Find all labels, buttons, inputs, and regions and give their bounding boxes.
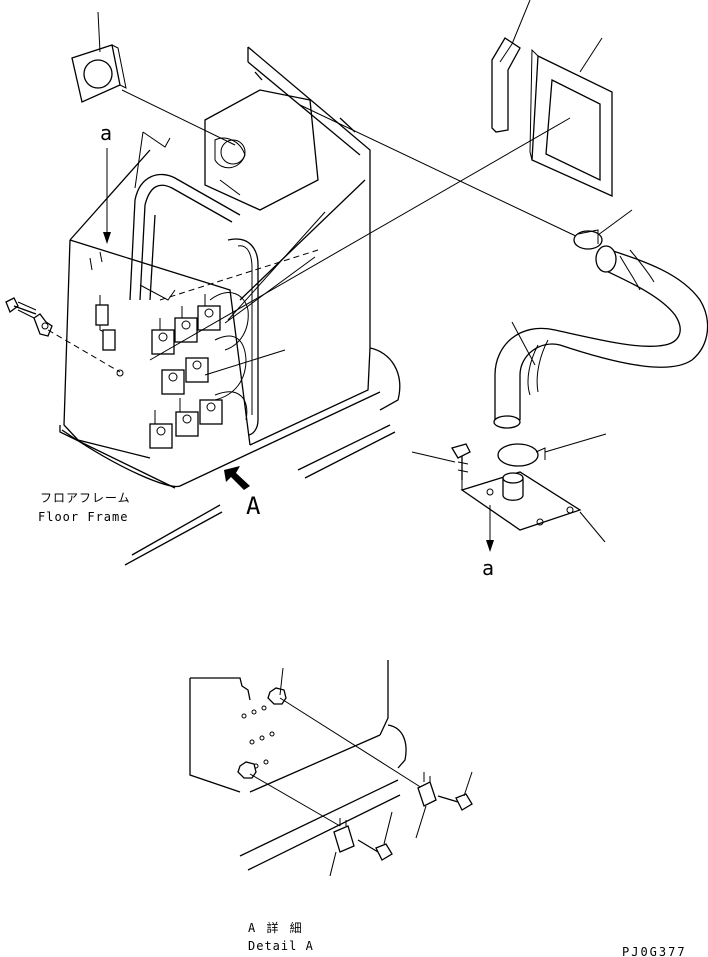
drawing-code: PJ0G377 [622,945,687,957]
detail-a-drawing: A 詳 細 Detail A [189,660,473,953]
floor-frame-jp: フロアフレーム [40,491,131,505]
ref-a-bottom-label: a [482,556,494,580]
view-direction-arrow-icon [224,466,250,490]
insulator-pad [71,11,236,146]
floor-frame-callout: フロアフレーム Floor Frame A [38,424,396,566]
bolt-and-nut-left [5,297,121,373]
bracket-plate: a [411,443,606,580]
ref-a-top-label: a [100,121,112,145]
relay-cluster [149,294,223,449]
hose-assembly [493,209,708,467]
floor-frame-en: Floor Frame [38,510,128,524]
view-a-label: A [246,492,261,520]
reference-arrow-icon [103,232,111,244]
detail-a-en: Detail A [248,939,314,953]
cab-box-assembly [59,46,401,489]
reference-arrow-icon [486,540,494,552]
duct-frame [149,37,613,361]
detail-a-jp: A 詳 細 [248,920,304,935]
duct-seal-strip [491,0,531,133]
reference-a-top: a [100,121,171,244]
